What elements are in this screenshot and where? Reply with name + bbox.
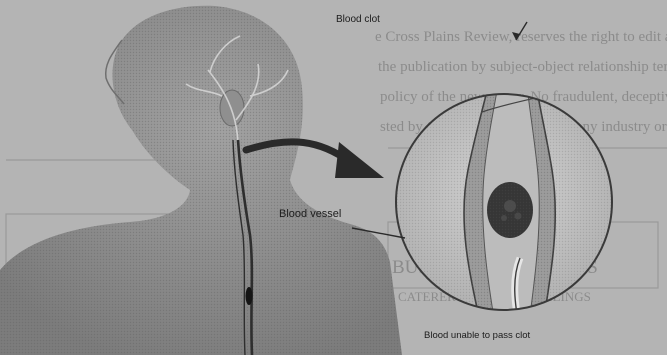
magnifier-circle (396, 30, 612, 330)
blood-clot-label: Blood clot (336, 15, 380, 25)
blood-vessel-label: Blood vessel (279, 209, 341, 220)
clot-marker (246, 287, 253, 305)
blood-unable-label: Blood unable to pass clot (424, 331, 530, 341)
human-figure (0, 6, 402, 355)
